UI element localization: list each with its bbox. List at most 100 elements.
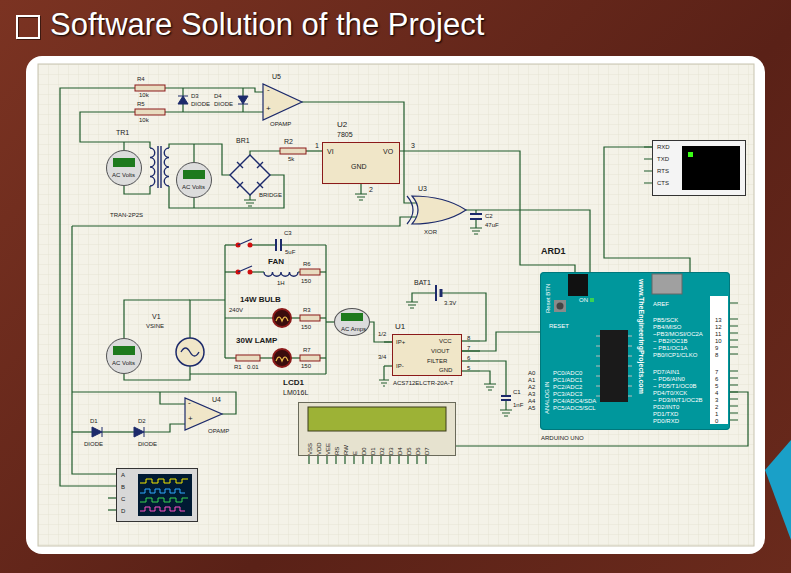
component-text: PC3/ADC3 xyxy=(553,391,582,397)
component-text: RESET xyxy=(549,323,569,329)
component-text: 8 xyxy=(467,335,470,341)
part-label: BR1 xyxy=(236,137,250,144)
part-label: R7 xyxy=(303,347,311,353)
component-text: 1/2 xyxy=(378,331,386,337)
component-text: 2 xyxy=(369,186,373,193)
part-label: XOR xyxy=(424,229,437,235)
component-text: AC Volts xyxy=(112,360,135,366)
component-text: VO xyxy=(383,148,393,155)
component-text: ARDUINO UNO xyxy=(541,435,584,441)
component-text: 8 xyxy=(715,352,718,358)
part-label: 47uF xyxy=(485,222,499,228)
part-label: R3 xyxy=(303,307,311,313)
lcd-module: LCD1LM016LVSSVDDVEERSRWED0D1D2D3D4D5D6D7 xyxy=(298,402,456,456)
part-label: FAN xyxy=(268,258,284,266)
component-text: 7 xyxy=(467,345,470,351)
ammeter: AC Amps xyxy=(334,308,370,336)
component-text: A3 xyxy=(528,391,535,397)
part-label: DIODE xyxy=(84,441,103,447)
component-text: PB0/ICP1/CLKO xyxy=(653,352,697,358)
component-text: CTS xyxy=(657,180,669,186)
part-label: 150 xyxy=(301,363,311,369)
part-label: U5 xyxy=(272,73,281,80)
component-text: D2 xyxy=(379,447,385,455)
component-text: IP+ xyxy=(396,339,405,345)
part-label: 10k xyxy=(139,92,149,98)
component-text: 7805 xyxy=(337,131,353,138)
component-text: VI xyxy=(327,148,334,155)
component-text: AREF xyxy=(653,301,669,307)
component-text: 2 xyxy=(715,404,718,410)
part-label: 150 xyxy=(301,324,311,330)
component-text: B xyxy=(121,484,125,490)
component-text: ON xyxy=(579,297,588,303)
wire-connector xyxy=(370,322,392,342)
wire-connector xyxy=(462,332,540,351)
component-text: IP- xyxy=(396,363,404,369)
component-text: U1 xyxy=(395,323,405,331)
part-label: C2 xyxy=(485,213,493,219)
component-text: A5 xyxy=(528,405,535,411)
part-label: R6 xyxy=(303,261,311,267)
part-label: 0.01 xyxy=(247,364,259,370)
component-text: VDD xyxy=(316,442,322,455)
component-text: RS xyxy=(334,447,340,455)
part-label: D4 xyxy=(214,93,222,99)
component-text: ANALOG IN xyxy=(544,381,550,414)
component-text: ~ PD5/T1/OC0B xyxy=(653,383,697,389)
component-text: RW xyxy=(343,445,349,455)
component-text: A xyxy=(121,472,125,478)
component-text: 5 xyxy=(715,383,718,389)
component-text: 13 xyxy=(715,317,722,323)
part-label: OPAMP xyxy=(270,121,291,127)
component-text: VSS xyxy=(307,443,313,455)
component-text: VEE xyxy=(325,443,331,455)
part-label: DIODE xyxy=(138,441,157,447)
component-text: 1 xyxy=(315,142,319,149)
part-label: U3 xyxy=(418,185,427,192)
part-label: + xyxy=(188,415,193,423)
oscilloscope: ABCD xyxy=(116,468,198,522)
part-label: R4 xyxy=(137,76,145,82)
component-text: 5 xyxy=(467,365,470,371)
part-label: 14W BULB xyxy=(240,296,281,304)
wire-connector xyxy=(604,147,690,272)
component-text: D4 xyxy=(397,447,403,455)
part-label: U4 xyxy=(212,396,221,403)
component-text: ~ PD6/AIN0 xyxy=(653,376,685,382)
component-text: AC Volts xyxy=(182,184,205,190)
component-text: LCD1 xyxy=(283,379,304,387)
part-label: R1 xyxy=(234,364,242,370)
component-text: ~ PB1/OC1A xyxy=(653,345,688,351)
component-text: ~PB3/MOSI/OC2A xyxy=(653,331,703,337)
slide-title: Software Solution of the Project xyxy=(50,8,484,42)
component-text: A0 xyxy=(528,370,535,376)
voltmeter: AC Volts xyxy=(176,162,212,198)
component-text: D1 xyxy=(370,447,376,455)
part-label: - xyxy=(188,399,191,407)
component-text: ACS712ELCTR-20A-T xyxy=(393,380,453,386)
component-text: GND xyxy=(439,367,452,373)
component-text: 6 xyxy=(715,376,718,382)
component-text: 7 xyxy=(715,369,718,375)
component-text: AC Volts xyxy=(112,172,135,178)
part-label: D3 xyxy=(191,93,199,99)
component-text: FILTER xyxy=(427,358,447,364)
component-text: D7 xyxy=(424,447,430,455)
component-text: C xyxy=(121,496,125,502)
part-label: VSINE xyxy=(146,323,164,329)
part-label: BAT1 xyxy=(414,279,431,286)
virtual-terminal: RXDTXDRTSCTS xyxy=(652,140,746,196)
component-text: PC0/ADC0 xyxy=(553,370,582,376)
component-text: PD7/AIN1 xyxy=(653,369,680,375)
part-label: 150 xyxy=(301,278,311,284)
component-text: 4 xyxy=(715,390,718,396)
wire-connector xyxy=(456,392,748,446)
component-text: U2 xyxy=(337,121,347,129)
component-text: 3 xyxy=(715,397,718,403)
regulator-box: U278051VIVO3GND2 xyxy=(322,142,400,184)
part-label: 5k xyxy=(288,156,294,162)
component-text: 9 xyxy=(715,345,718,351)
part-label: C1 xyxy=(513,389,521,395)
